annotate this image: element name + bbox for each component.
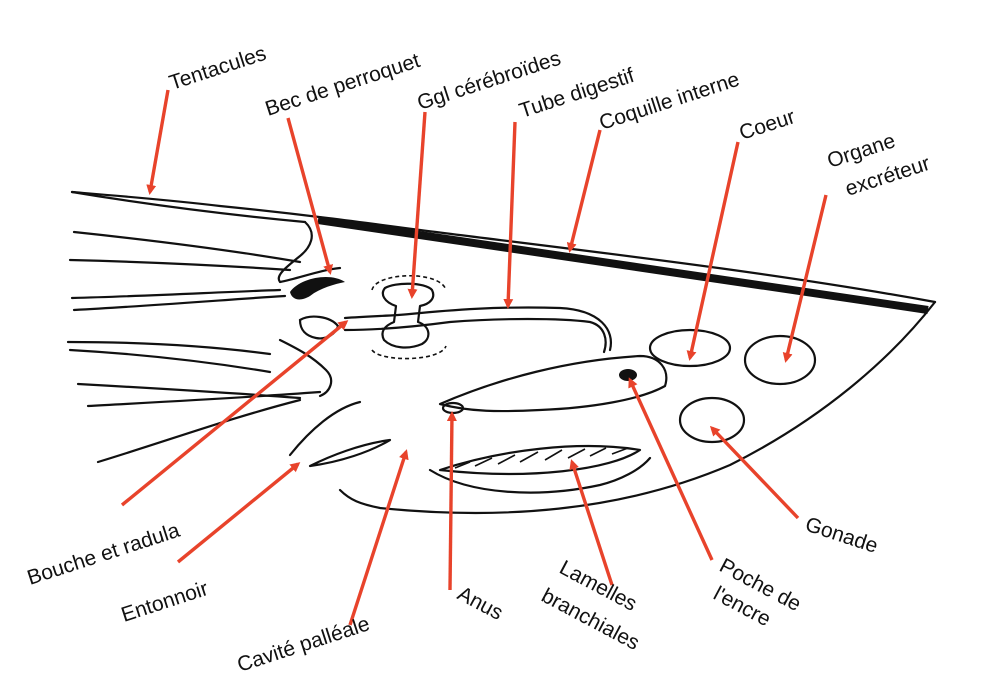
gonad [678,396,746,444]
arrow-cavite [348,449,409,626]
excretory-organ [743,334,817,386]
label-bec-de-perroquet: Bec de perroquet [262,49,422,121]
arrow-tube [503,121,517,309]
squid-body-drawing [66,190,937,515]
siphon [308,438,392,468]
label-bouche-et-radula: Bouche et radula [24,519,182,590]
arrow-entonnoir [176,462,301,564]
label-cavite-palleale: Cavité palléale [234,612,372,676]
arrow-bec [286,117,333,275]
arrow-gonade [709,425,800,520]
heart [648,328,732,368]
arrow-bouche [120,320,349,507]
head-outline [277,220,342,284]
arrow-lamelles [569,459,614,586]
tentacles [66,190,362,464]
arrow-ggl [407,111,427,299]
gill-lamellae [438,444,642,476]
arrow-organe [782,194,828,363]
pointer-arrows [120,89,828,626]
mantle-bottom-outline [338,300,937,515]
label-anus: Anus [454,582,507,625]
label-tentacules: Tentacules [166,42,269,95]
parrot-beak [290,277,345,300]
arrow-coquille [566,129,602,253]
digestive-tube [343,306,612,352]
label-coeur: Coeur [736,105,798,145]
arrow-tentacules [146,89,170,195]
visceral-mass [438,354,668,413]
label-entonnoir: Entonnoir [118,577,211,627]
arrow-anus [446,411,457,591]
internal-shell [317,216,929,314]
cerebral-ganglia [381,282,435,349]
label-gonade: Gonade [802,513,880,558]
arrow-coeur [686,141,740,361]
ink-sac [619,369,637,381]
arrow-poche [628,377,714,561]
mantle-top-outline [70,190,937,304]
